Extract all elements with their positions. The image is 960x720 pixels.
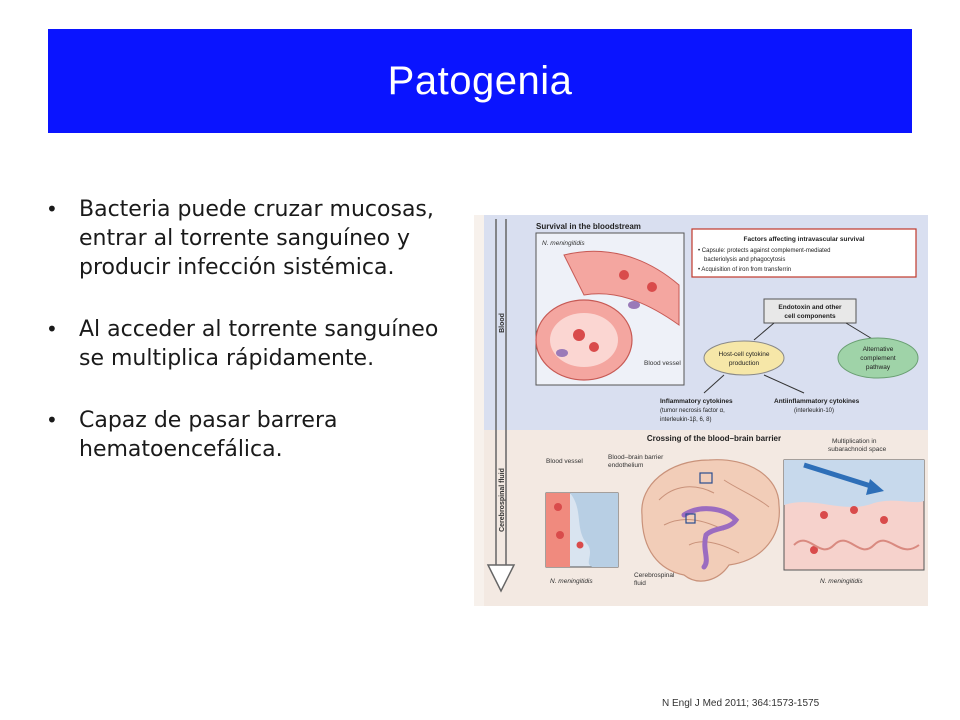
inflam-line1: (tumor necrosis factor α, [660, 408, 725, 414]
survival-title: Survival in the bloodstream [536, 222, 641, 231]
brain-inset-marker-top [699, 472, 713, 484]
axis-label-csf: Cerebrospinal fluid [499, 468, 506, 532]
bacteria-cluster [554, 503, 562, 511]
bacteria-cluster [573, 329, 585, 341]
endotoxin-box [763, 298, 857, 324]
bacteria-cluster [619, 270, 629, 280]
slide-title: Patogenia [387, 58, 573, 103]
bullet-icon: • [46, 408, 58, 432]
factors-box [691, 228, 917, 278]
bacteria-cluster [810, 546, 818, 554]
blood-cell [556, 349, 568, 357]
alt-complement-line1: Alternative [863, 346, 894, 353]
alt-complement-line3: pathway [866, 364, 891, 371]
bullet-item: • Al acceder al torrente sanguíneo se mul… [44, 315, 464, 373]
brain-icon [641, 459, 780, 582]
endotoxin-line1: Endotoxin and other [778, 304, 842, 311]
host-cytokine-ellipse [703, 340, 785, 376]
inflam-title: Inflammatory cytokines [660, 398, 733, 405]
brain-ventricle [681, 506, 740, 570]
blood-vessel-label: Blood vessel [644, 360, 681, 367]
factor-iron: • Acquisition of iron from transferrin [698, 267, 791, 273]
title-bar: Patogenia [48, 29, 912, 133]
cortex-folds [793, 539, 920, 551]
n-meningitidis-lower-right: N. meningitidis [820, 578, 863, 585]
endotoxin-line2: cell components [784, 313, 836, 320]
bacteria-cluster [589, 342, 599, 352]
bullet-text: Capaz de pasar barrera hematoencefálica. [79, 408, 338, 462]
crossing-title: Crossing of the blood–brain barrier [647, 434, 781, 443]
multiplication-line2: subarachnoid space [828, 446, 887, 453]
bullet-icon: • [46, 197, 58, 221]
blood-vessel-lower-label: Blood vessel [546, 458, 583, 465]
bbb-endothelium-layer [570, 493, 618, 567]
axis-label-blood: Blood [499, 313, 506, 333]
factor-capsule-line1: • Capsule: protects against complement-m… [698, 248, 831, 254]
bacteria-cluster [820, 511, 828, 519]
bullet-item: • Capaz de pasar barrera hematoencefálica… [44, 406, 464, 464]
connector-line [703, 374, 725, 394]
multiplication-arrow [803, 462, 875, 490]
bullet-icon: • [46, 317, 58, 341]
n-meningitidis-lower-left: N. meningitidis [550, 578, 593, 585]
pathogenesis-figure: Blood Cerebrospinal fluid Survival in th… [474, 215, 928, 606]
bullet-text: Al acceder al torrente sanguíneo se mult… [79, 317, 439, 371]
citation: N Engl J Med 2011; 364:1573-1575 [662, 698, 820, 709]
csf-line1: Cerebrospinal [634, 572, 675, 579]
bbb-endothelium-line2: endothelium [608, 462, 643, 469]
connector-line [845, 322, 875, 341]
bbb-endothelium-line1: Blood–brain barrier [608, 454, 664, 461]
brain-inset-marker [685, 513, 696, 524]
factor-capsule-line2: bacteriolysis and phagocytosis [704, 257, 785, 263]
connector-line [763, 374, 805, 394]
brain-gyri [658, 479, 770, 554]
host-cytokine-line1: Host-cell cytokine [719, 351, 770, 358]
multiplication-line1: Multiplication in [832, 438, 877, 445]
bacteria-cluster [850, 506, 858, 514]
bacteria-cluster [576, 541, 584, 549]
blood-cell [628, 301, 640, 309]
vessel-lumen [550, 313, 618, 367]
antiinflam-line1: (interleukin-10) [794, 408, 834, 414]
bullet-item: • Bacteria puede cruzar mucosas, entrar a… [44, 195, 464, 282]
survival-n-meningitidis: N. meningitidis [542, 240, 585, 247]
csf-line2: fluid [634, 580, 646, 587]
factors-title: Factors affecting intravascular survival [743, 236, 864, 243]
bullet-list: • Bacteria puede cruzar mucosas, entrar a… [44, 195, 464, 497]
host-cytokine-line2: production [729, 360, 760, 367]
axis-arrow-head [486, 564, 516, 593]
alt-complement-line2: complement [860, 355, 896, 362]
antiinflam-title: Antiinflammatory cytokines [774, 398, 860, 405]
inflam-line2: interleukin-1β, 6, 8) [660, 417, 711, 423]
connector-line [753, 322, 775, 341]
multiplication-arrow-head [866, 479, 884, 495]
bacteria-cluster [556, 531, 564, 539]
bacteria-cluster [880, 516, 888, 524]
alt-complement-ellipse [837, 337, 919, 379]
bullet-text: Bacteria puede cruzar mucosas, entrar al… [79, 197, 434, 280]
bacteria-cluster [647, 282, 657, 292]
vessel-upper [563, 250, 680, 326]
